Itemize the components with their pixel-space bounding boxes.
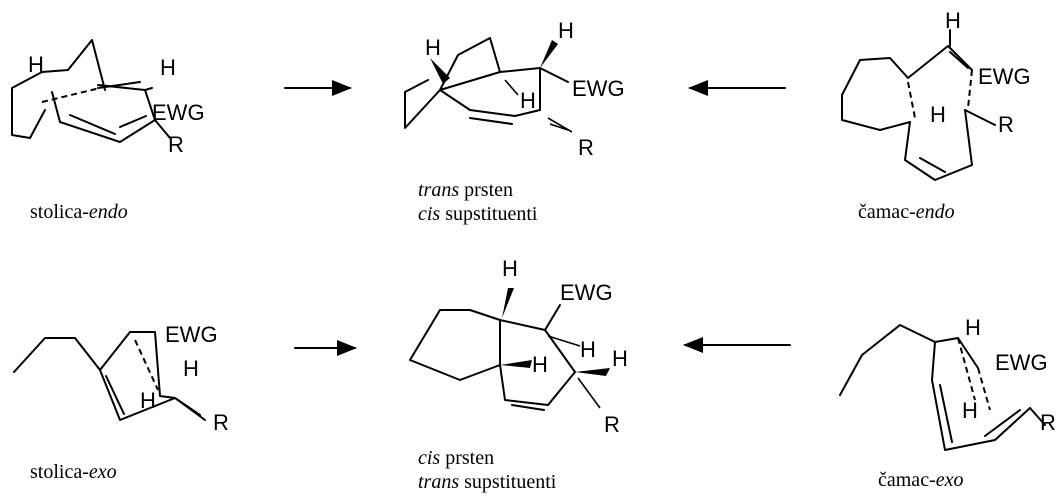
chair-exo-h-top: H (183, 356, 199, 381)
boat-exo-h-top: H (965, 315, 981, 340)
boat-exo-structure: H EWG H R (839, 315, 1056, 451)
caption-product-bottom-line1-rest: prsten (440, 447, 495, 469)
caption-product-top-line1-italic: trans (418, 179, 460, 201)
caption-product-bottom-line2-rest: supstituenti (459, 471, 557, 493)
caption-product-bottom-line2-italic: trans (418, 471, 460, 493)
product-bottom-wedge-h1 (502, 288, 514, 318)
boat-exo-ewg: EWG (995, 350, 1048, 375)
caption-chair-endo-prefix: stolica- (30, 201, 89, 223)
caption-boat-exo-prefix: čamac- (878, 469, 936, 491)
chair-endo-h-left: H (28, 52, 44, 77)
caption-boat-endo: čamac-endo (858, 200, 955, 224)
chair-exo-ewg: EWG (165, 322, 218, 347)
caption-chair-exo: stolica-exo (30, 460, 117, 484)
product-bottom-h1: H (502, 256, 518, 281)
caption-chair-endo: stolica-endo (30, 200, 128, 224)
caption-product-top-line2-italic: cis (418, 203, 441, 225)
boat-endo-structure: H EWG H R (841, 8, 1031, 181)
boat-endo-h-top: H (945, 8, 961, 33)
product-bottom-h3: H (612, 346, 628, 371)
chair-endo-structure: H H EWG R (11, 39, 205, 157)
product-top-h3: H (520, 88, 536, 113)
caption-boat-exo-italic: exo (935, 469, 964, 491)
product-top-structure: H H H EWG R (404, 18, 625, 160)
caption-chair-endo-italic: endo (88, 201, 128, 223)
chair-exo-structure: EWG H H R (13, 322, 229, 435)
chair-exo-h-mid: H (140, 388, 156, 413)
boat-endo-h-mid: H (930, 102, 946, 127)
product-top-h1: H (425, 35, 441, 60)
caption-product-bottom-line2: trans supstituenti (418, 470, 556, 494)
product-bottom-ewg: EWG (560, 280, 613, 305)
product-top-wedge-h (430, 58, 450, 84)
product-bottom-wedge-h3 (575, 368, 610, 376)
caption-product-top-line1: trans prsten (418, 178, 537, 202)
product-top-ewg: EWG (572, 76, 625, 101)
caption-boat-exo: čamac-exo (878, 468, 964, 492)
product-bottom-r: R (604, 412, 620, 437)
boat-endo-ewg: EWG (978, 64, 1031, 89)
product-bottom-h2: H (580, 337, 596, 362)
chair-endo-ewg: EWG (152, 100, 205, 125)
caption-boat-endo-italic: endo (915, 201, 955, 223)
product-top-wedge-h2 (540, 40, 558, 68)
product-top-r: R (578, 135, 594, 160)
caption-product-top: trans prsten cis supstituenti (418, 178, 537, 226)
product-bottom-wedge-h2 (500, 360, 532, 368)
chair-exo-r: R (213, 410, 229, 435)
caption-product-bottom-line1-italic: cis (418, 447, 441, 469)
caption-product-top-line2: cis supstituenti (418, 202, 537, 226)
caption-product-top-line2-rest: supstituenti (440, 203, 538, 225)
caption-boat-endo-prefix: čamac- (858, 201, 916, 223)
chair-endo-h-right: H (160, 55, 176, 80)
boat-exo-r: R (1040, 410, 1056, 435)
product-top-h2: H (558, 18, 574, 43)
chair-endo-r: R (168, 132, 184, 157)
product-bottom-h4: H (532, 352, 548, 377)
caption-product-bottom-line1: cis prsten (418, 446, 556, 470)
product-bottom-structure: H EWG H H H R (409, 256, 628, 437)
caption-chair-exo-italic: exo (88, 461, 117, 483)
boat-exo-h-mid: H (962, 398, 978, 423)
boat-endo-r: R (998, 112, 1014, 137)
caption-chair-exo-prefix: stolica- (30, 461, 89, 483)
caption-product-top-line1-rest: prsten (459, 179, 514, 201)
caption-product-bottom: cis prsten trans supstituenti (418, 446, 556, 494)
